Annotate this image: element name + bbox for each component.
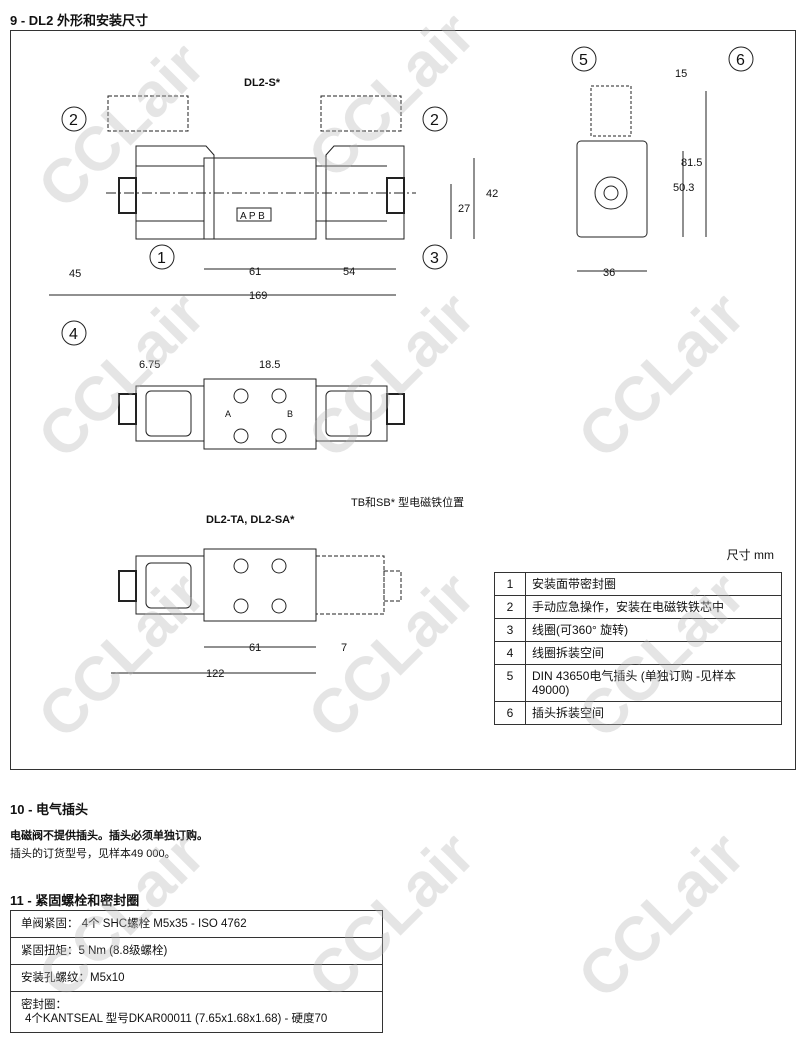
dim-27: 27 [458, 203, 470, 215]
valve-end-view [576, 85, 648, 238]
dim-169: 169 [249, 290, 267, 302]
valve-side-view: A P B [106, 95, 416, 240]
dim-54: 54 [343, 266, 355, 278]
callout-2-right: 2 [430, 112, 439, 129]
view-label-dl2-ta-sa: DL2-TA, DL2-SA* [206, 514, 295, 526]
dim-61b: 61 [249, 642, 261, 654]
dim-122: 122 [206, 668, 224, 680]
seal-value: 4个KANTSEAL 型号DKAR00011 (7.65x1.68x1.68) … [25, 1013, 328, 1025]
dimension-drawing-frame: DL2-S* A P B 42 27 61 54 169 [10, 30, 796, 770]
section-9-title: 9 - DL2 外形和安装尺寸 [10, 13, 148, 28]
connector-note: 插头的订货型号，见样本49 000。 [10, 848, 176, 860]
callout-4: 4 [69, 326, 78, 343]
units-label: 尺寸 mm [726, 548, 774, 562]
section-11-title: 11 - 紧固螺栓和密封圈 [10, 893, 140, 908]
dim-18-5: 18.5 [259, 359, 280, 371]
watermark: CCLair [565, 819, 758, 1012]
valve-top-view: A B [118, 378, 405, 450]
dim-45: 45 [69, 268, 81, 280]
dim-81-5: 81.5 [681, 157, 702, 169]
callout-2-left: 2 [69, 112, 78, 129]
callouts: 2 2 1 3 4 5 6 [61, 46, 754, 346]
dim-15: 15 [675, 68, 687, 80]
callout-5: 5 [579, 52, 588, 69]
dim-50-3: 50.3 [673, 182, 694, 194]
view-label-dl2-s: DL2-S* [244, 77, 281, 89]
spec-row: 安装孔螺纹：M5x10 [10, 964, 383, 992]
spec-row: 单阀紧固： 4个 SHC螺栓 M5x35 - ISO 4762 [10, 910, 383, 938]
bolts-seals-table: 单阀紧固： 4个 SHC螺栓 M5x35 - ISO 4762 紧固扭矩：5 N… [10, 910, 383, 1033]
callout-1: 1 [157, 250, 166, 267]
dim-42: 42 [486, 188, 498, 200]
port-b-label: B [287, 409, 293, 419]
connector-note-bold: 电磁阀不提供插头。插头必须单独订购。 [10, 830, 208, 842]
callout-3: 3 [430, 250, 439, 267]
tb-sb-label: TB和SB* 型电磁铁位置 [351, 495, 464, 509]
dim-6-75: 6.75 [139, 359, 160, 371]
section-10-title: 10 - 电气插头 [10, 802, 89, 817]
spec-row: 密封圈： 4个KANTSEAL 型号DKAR00011 (7.65x1.68x1.… [10, 991, 383, 1033]
dim-61: 61 [249, 266, 261, 278]
port-a-label: A [225, 409, 231, 419]
dimension-drawings: DL2-S* A P B 42 27 61 54 169 [49, 46, 754, 680]
spec-row: 紧固扭矩：5 Nm (8.8级螺栓) [10, 937, 383, 965]
seal-label: 密封圈： [21, 999, 67, 1011]
valve-single-solenoid-view [118, 548, 402, 622]
callout-6: 6 [736, 52, 745, 69]
port-label: A P B [240, 211, 265, 222]
dim-36: 36 [603, 267, 615, 279]
dim-7: 7 [341, 642, 347, 654]
